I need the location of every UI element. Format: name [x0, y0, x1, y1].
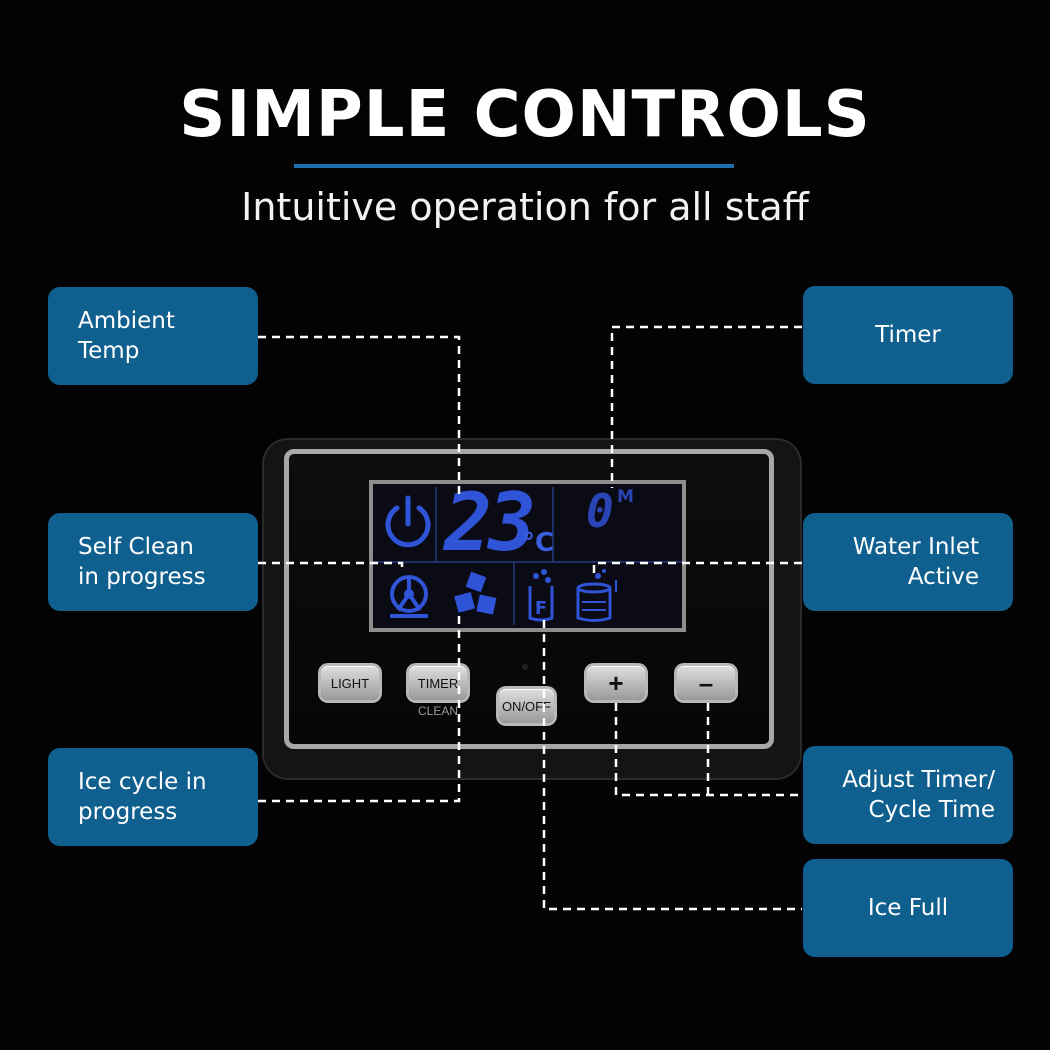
callout-ice-cycle: Ice cycle in progress: [48, 748, 258, 846]
temperature-unit: °C: [522, 528, 555, 558]
leader-self-clean: [258, 561, 404, 573]
leader-adjust-plus: [614, 703, 802, 797]
lcd-divider-3: [513, 563, 515, 625]
power-icon: [385, 495, 431, 548]
leader-timer: [610, 325, 802, 488]
lcd-divider-2: [552, 487, 554, 561]
title-divider: [294, 164, 734, 168]
callout-self-clean: Self Clean in progress: [48, 513, 258, 611]
ice-full-bin-icon: F: [528, 569, 554, 622]
lcd-divider-horizontal: [373, 561, 682, 563]
clean-label: CLEAN: [417, 704, 458, 718]
ice-cubes-icon: [454, 571, 497, 615]
leader-water-inlet: [592, 561, 802, 573]
leader-ice-full: [542, 620, 802, 911]
page-subtitle: Intuitive operation for all staff: [241, 185, 809, 229]
light-button[interactable]: LIGHT: [321, 666, 379, 700]
leader-ambient-temp: [258, 335, 461, 495]
callout-ice-full: Ice Full: [803, 859, 1013, 957]
minus-button[interactable]: –: [677, 666, 735, 700]
self-clean-icon: [390, 575, 428, 618]
plus-button[interactable]: +: [587, 666, 645, 700]
callout-adjust-timer: Adjust Timer/ Cycle Time: [803, 746, 1013, 844]
water-inlet-icon: [576, 569, 617, 622]
callout-ambient-temp: Ambient Temp: [48, 287, 258, 385]
timer-readout: 0: [586, 484, 614, 538]
lcd-divider-1: [435, 487, 437, 561]
page-title: SIMPLE CONTROLS: [179, 78, 871, 152]
callout-water-inlet: Water Inlet Active: [803, 513, 1013, 611]
leader-ice-cycle: [258, 610, 461, 803]
power-led: [522, 664, 528, 670]
timer-unit: M: [617, 487, 634, 507]
timer-button[interactable]: TIMER: [409, 666, 467, 700]
callout-timer: Timer: [803, 286, 1013, 384]
ice-full-letter: F: [535, 598, 547, 619]
